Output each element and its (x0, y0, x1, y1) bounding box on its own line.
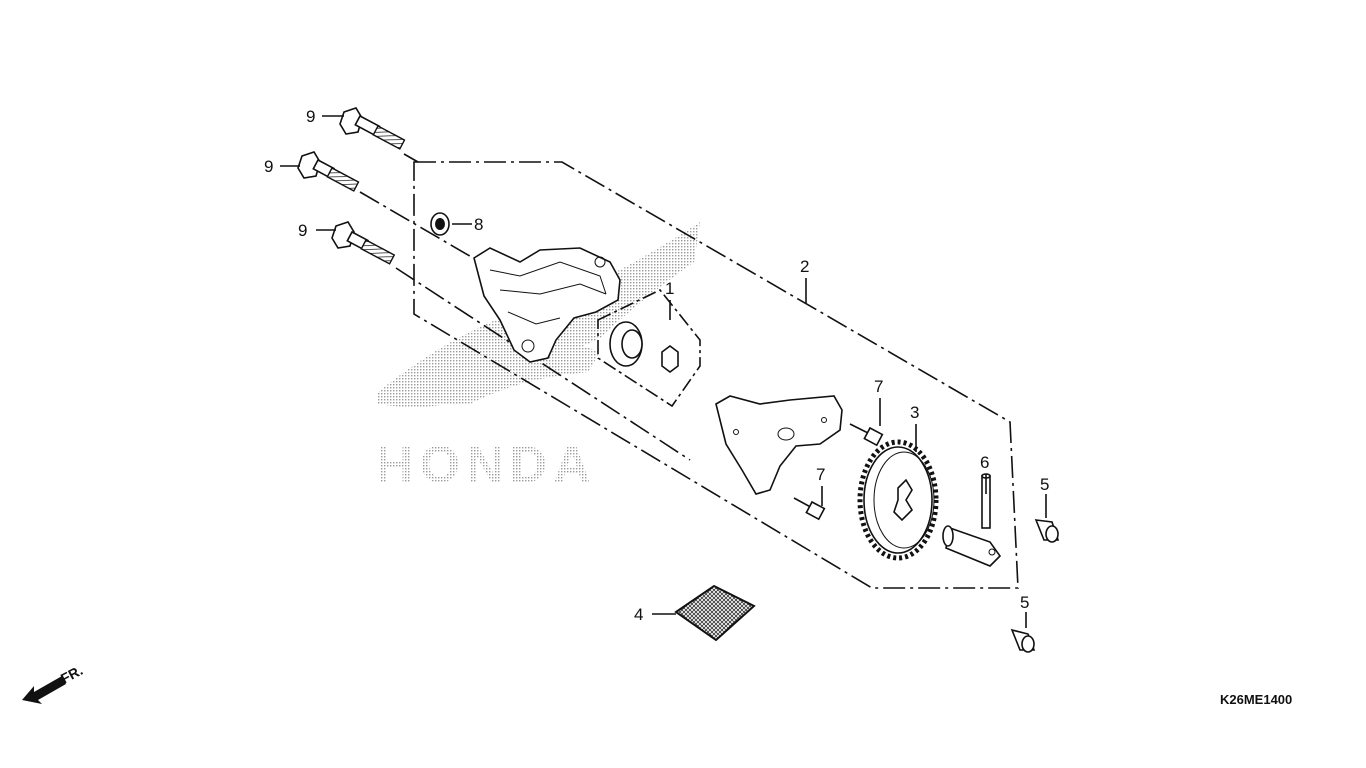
callout-9-lower: 9 (298, 221, 307, 240)
front-direction-indicator: FR. (22, 662, 85, 704)
flange-bolt-top (339, 107, 406, 150)
pump-shaft (942, 525, 1002, 567)
screw-upper (849, 423, 884, 447)
oil-seal (430, 212, 450, 236)
front-arrow-icon (22, 676, 66, 704)
flange-bolt-lower (331, 221, 396, 265)
assembly-2-outline (413, 161, 1019, 589)
pump-cover-plate (715, 395, 843, 495)
callout-leaders (280, 115, 1047, 628)
callout-5-lower: 5 (1020, 593, 1029, 612)
callout-7-upper: 7 (874, 377, 883, 396)
flange-bolt-middle (297, 151, 360, 192)
callout-6: 6 (980, 453, 989, 472)
callout-5-upper: 5 (1040, 475, 1049, 494)
callout-1: 1 (665, 279, 674, 298)
callout-3: 3 (910, 403, 919, 422)
callout-4: 4 (634, 605, 643, 624)
dowel-upper (1034, 519, 1060, 543)
oil-pump-body (473, 247, 621, 363)
callout-7-lower: 7 (816, 465, 825, 484)
callout-8: 8 (474, 215, 483, 234)
oil-strainer-screen (674, 584, 756, 642)
honda-watermark-text: HONDA (376, 436, 597, 494)
callout-2: 2 (800, 257, 809, 276)
callout-9-middle: 9 (264, 157, 273, 176)
rotor-set-outline (597, 289, 701, 408)
callout-9-top: 9 (306, 107, 315, 126)
screw-lower (793, 497, 826, 521)
pump-drive-gear (857, 439, 939, 561)
dowel-lower (1010, 628, 1036, 653)
diagram-code: K26ME1400 (1220, 692, 1292, 707)
pump-rotor-set (609, 321, 679, 373)
